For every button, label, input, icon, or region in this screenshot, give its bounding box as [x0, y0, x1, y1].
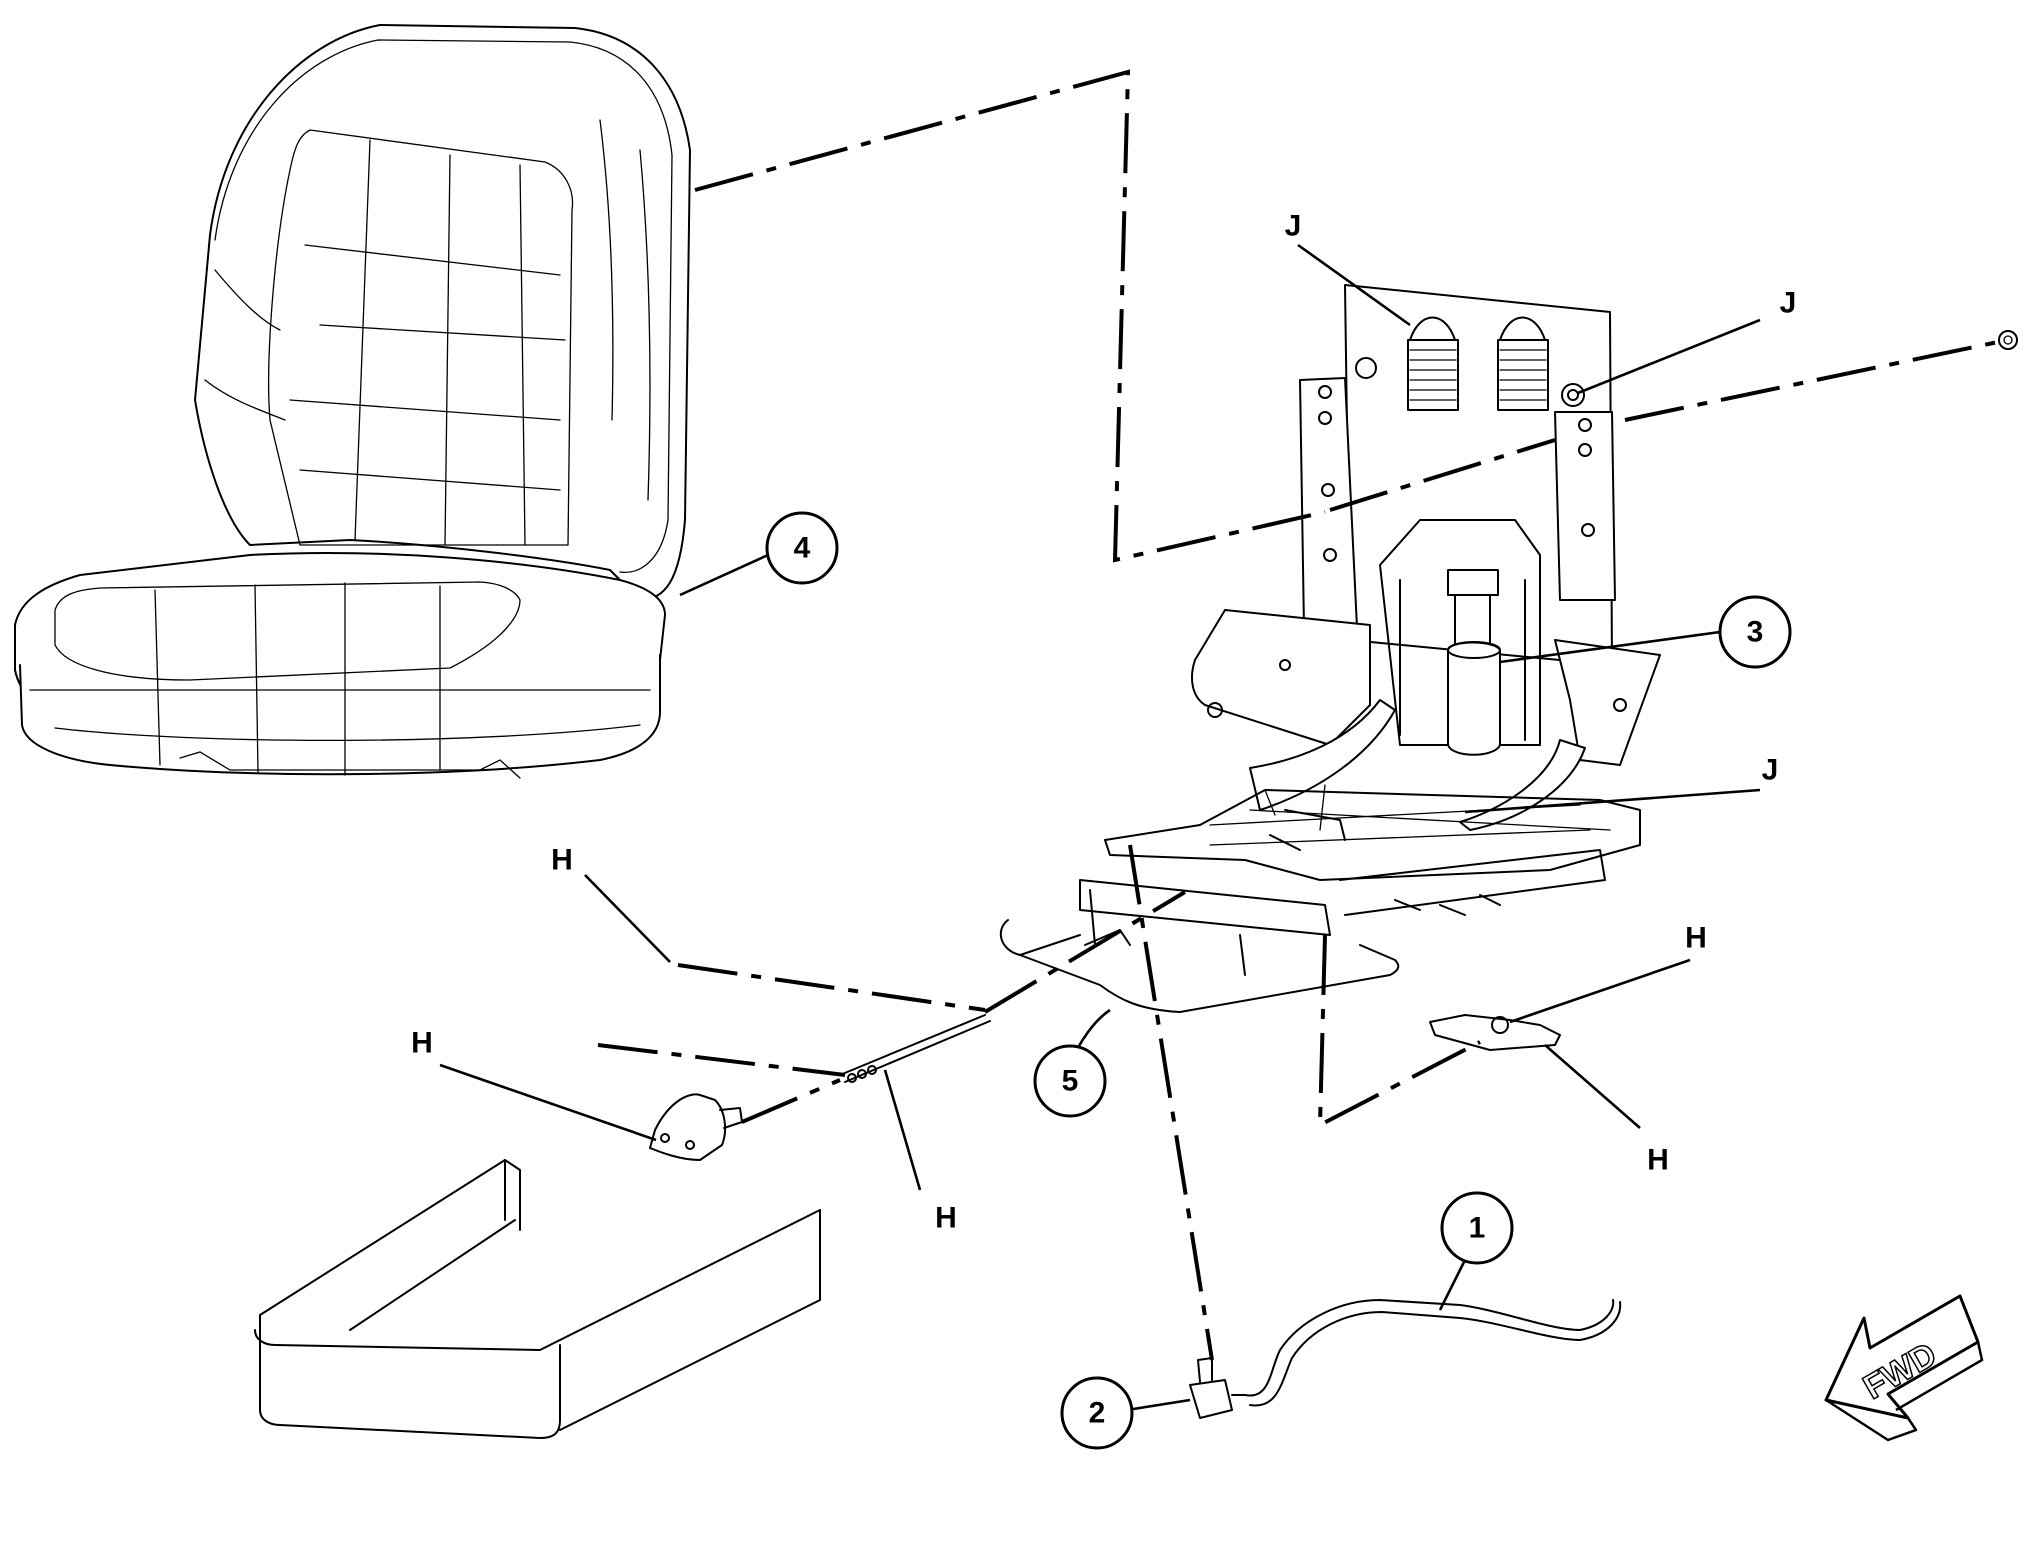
- label-j-rail: J: [1762, 754, 1779, 787]
- clip: [1429, 1014, 1561, 1051]
- gas-spring: [1447, 569, 1501, 756]
- extension-springs: [1355, 316, 1585, 411]
- wiring-harness: [1244, 1299, 1622, 1407]
- label-h-knob: H: [411, 1027, 433, 1060]
- callout-1: 1: [1440, 1191, 1514, 1265]
- callout-1-number: 1: [1469, 1212, 1486, 1245]
- callout-5-number: 5: [1062, 1065, 1079, 1098]
- callout-3: 3: [1718, 595, 1792, 669]
- label-h-upper-left: H: [551, 844, 573, 877]
- callout-2: 2: [1060, 1376, 1134, 1450]
- callout-4: 4: [765, 511, 839, 585]
- callout-leaders: [679, 553, 1721, 1412]
- label-h-right-upper: H: [1685, 922, 1707, 955]
- knob: [649, 1093, 743, 1161]
- label-j-spring-left: J: [1285, 210, 1302, 243]
- label-h-rod: H: [935, 1202, 957, 1235]
- seat-cushion-assembly: [14, 24, 691, 779]
- nut: [1998, 330, 2018, 350]
- callout-2-number: 2: [1089, 1397, 1106, 1430]
- label-j-spring-right: J: [1780, 287, 1797, 320]
- explode-lines: [597, 69, 1999, 1361]
- callout-4-number: 4: [794, 532, 811, 565]
- bolster-pan: [254, 1159, 821, 1439]
- letter-leaders: [439, 243, 1761, 1191]
- callout-3-number: 3: [1747, 616, 1764, 649]
- label-h-right-lower: H: [1647, 1144, 1669, 1177]
- forward-arrow-icon: FWD: [1824, 1294, 1984, 1442]
- seat-switch: [1189, 1357, 1246, 1419]
- adjustment-handle: [839, 1014, 991, 1083]
- seat-suspension: [999, 284, 1661, 1013]
- callout-5: 5: [1033, 1044, 1107, 1118]
